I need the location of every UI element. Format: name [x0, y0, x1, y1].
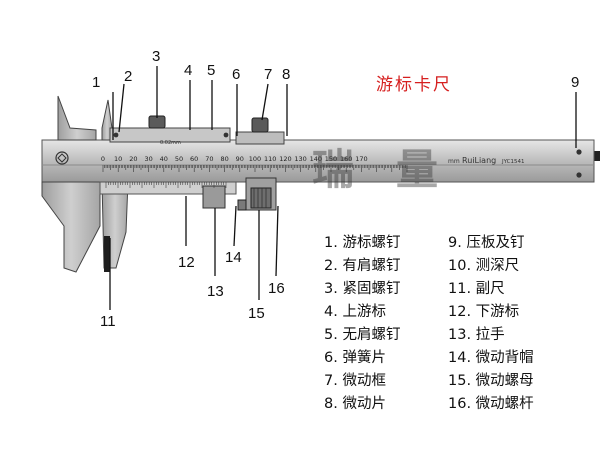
legend-item: 10. 测深尺: [448, 258, 520, 274]
legend-right-column: 9. 压板及钉 10. 测深尺 11. 副尺 12. 下游标 13. 拉手 14…: [448, 232, 534, 416]
scale-number: 70: [205, 155, 213, 163]
handle: [202, 185, 226, 209]
scale-number: 130: [294, 155, 306, 163]
brand-text: RuiLiang: [462, 156, 496, 165]
scale-number: 50: [175, 155, 183, 163]
callout-9: 9: [571, 74, 580, 91]
callout-11: 11: [100, 313, 116, 330]
scale-number: 160: [340, 155, 352, 163]
model-code: JYC1541: [501, 159, 525, 165]
callout-15: 15: [248, 305, 265, 322]
scale-number: 150: [325, 155, 337, 163]
callout-13: 13: [207, 283, 224, 300]
legend-item: 7. 微动框: [324, 373, 386, 389]
fine-adjust-nut-knurl: [253, 188, 267, 208]
callout-5: 5: [207, 62, 216, 79]
scale-number: 140: [310, 155, 322, 163]
legend-item: 8. 微动片: [324, 396, 386, 412]
scale-number: 40: [160, 155, 168, 163]
jaw-dark-edge: [104, 236, 110, 272]
logo-mark: [57, 153, 67, 163]
watermark-char-1: 瑞: [312, 145, 355, 194]
legend-item: 9. 压板及钉: [448, 235, 525, 251]
callout-2: 2: [124, 68, 133, 85]
main-scale-ticks: [102, 165, 408, 172]
upper-screw-1: [113, 132, 119, 138]
callout-4: 4: [184, 62, 193, 79]
watermark-char-2: 量: [396, 145, 439, 194]
lower-fixed-jaw: [41, 181, 101, 273]
scale-number: 60: [190, 155, 198, 163]
scale-number: 120: [279, 155, 291, 163]
legend-item: 1. 游标螺钉: [324, 235, 401, 251]
callout-7: 7: [264, 66, 273, 83]
vernier-label: 0.02mm: [160, 140, 181, 146]
legend-item: 2. 有肩螺钉: [324, 258, 401, 274]
fine-adjust-frame: [235, 131, 285, 145]
scale-number: 0: [101, 155, 105, 163]
leader-lines: [109, 66, 577, 310]
legend-left-column: 1. 游标螺钉 2. 有肩螺钉 3. 紧固螺钉 4. 上游标 5. 无肩螺钉 6…: [324, 232, 400, 416]
screw-right-top: [576, 149, 582, 155]
scale-number: 10: [114, 155, 122, 163]
legend-item: 4. 上游标: [324, 304, 386, 320]
upper-fixed-jaw: [57, 95, 97, 141]
legend-item: 5. 无肩螺钉: [324, 327, 401, 343]
fine-adjust-screw-top: [251, 117, 269, 133]
logo-circle: [55, 151, 69, 165]
legend-item: 16. 微动螺杆: [448, 396, 534, 412]
vernier-scale-ticks: [105, 182, 227, 188]
callout-6: 6: [232, 66, 241, 83]
legend-item: 13. 拉手: [448, 327, 505, 343]
legend-item: 6. 弹簧片: [324, 350, 386, 366]
legend-item: 12. 下游标: [448, 304, 520, 320]
callout-3: 3: [152, 48, 161, 65]
scale-number: 100: [249, 155, 261, 163]
upper-vernier-plate: [109, 127, 231, 143]
screw-right-bottom: [576, 172, 582, 178]
scale-units: mm: [448, 158, 460, 165]
callout-8: 8: [282, 66, 291, 83]
fine-adjust-cap: [237, 199, 247, 211]
scale-number: 30: [144, 155, 152, 163]
legend-item: 14. 微动背帽: [448, 350, 534, 366]
scale-number: 170: [355, 155, 367, 163]
callout-12: 12: [178, 254, 195, 271]
scale-number: 90: [236, 155, 244, 163]
legend-item: 3. 紧固螺钉: [324, 281, 401, 297]
callout-14: 14: [225, 249, 242, 266]
legend-item: 15. 微动螺母: [448, 373, 534, 389]
scale-number: 20: [129, 155, 137, 163]
upper-screw-5: [223, 132, 229, 138]
scale-number: 110: [264, 155, 276, 163]
legend-item: 11. 副尺: [448, 281, 505, 297]
diagram-title: 游标卡尺: [376, 75, 452, 95]
scale-number: 80: [220, 155, 228, 163]
callout-1: 1: [92, 74, 101, 91]
main-beam: [41, 139, 595, 183]
callout-16: 16: [268, 280, 285, 297]
